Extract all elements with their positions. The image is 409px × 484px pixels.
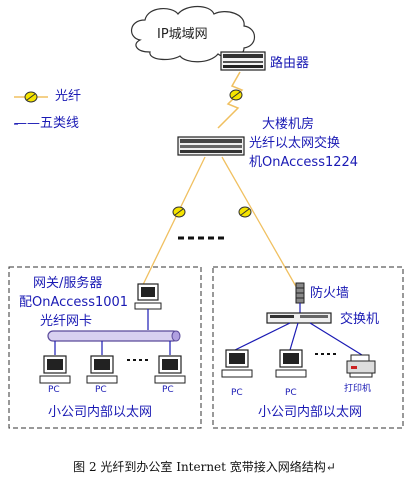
- building-room-label: 大楼机房: [262, 117, 315, 132]
- pc-label: PC: [48, 385, 60, 395]
- pc-icon: [86, 355, 118, 384]
- pc-label: PC: [162, 385, 174, 395]
- right-lan-label: 小公司内部以太网: [258, 405, 363, 420]
- router-label: 路由器: [270, 56, 310, 71]
- printer-icon: [346, 354, 376, 378]
- gateway-server-icon: [134, 283, 162, 310]
- more-pcs-dots: [127, 359, 148, 361]
- cloud-icon: [131, 5, 256, 63]
- building-switch-label: 光纤以太网交换: [249, 136, 341, 151]
- figure-caption: 图 2 光纤到办公室 Internet 宽带接入网络结构↵: [73, 460, 336, 474]
- gateway-model: 配OnAccess1001: [19, 295, 129, 310]
- left-lan-label: 小公司内部以太网: [48, 405, 153, 420]
- legend-fiber-label: 光纤: [55, 89, 82, 104]
- pc-icon: [39, 355, 71, 384]
- fiber-connector-icon: [24, 91, 38, 103]
- right-office-box: [212, 266, 404, 429]
- legend: [14, 91, 48, 125]
- pc-label: PC: [285, 388, 297, 398]
- office-switch-label: 交换机: [340, 312, 380, 327]
- printer-label: 打印机: [344, 384, 372, 394]
- fiber-link-left: [137, 156, 206, 296]
- left-office-box: [8, 266, 202, 429]
- building-switch-model: 机OnAccess1224: [249, 155, 359, 170]
- fiber-nic-label: 光纤网卡: [40, 314, 93, 329]
- firewall-icon: [295, 282, 305, 304]
- pc-label: PC: [95, 385, 107, 395]
- lan-bus-icon: [47, 330, 181, 342]
- pc-icon: [154, 355, 186, 384]
- building-switch-icon: [177, 136, 245, 156]
- fiber-link-right: [221, 156, 299, 291]
- pc-icon: [221, 349, 253, 378]
- gateway-label: 网关/服务器: [33, 276, 103, 291]
- legend-cat5-label: ——五类线: [14, 116, 80, 131]
- fiber-connector-icon: [172, 206, 186, 218]
- cloud-label: IP城域网: [157, 27, 208, 42]
- pc-label: PC: [231, 388, 243, 398]
- firewall-label: 防火墙: [310, 286, 350, 301]
- more-pcs-dots: [315, 353, 336, 355]
- office-switch-icon: [266, 312, 332, 324]
- pc-icon: [275, 349, 307, 378]
- fiber-connector-icon: [229, 89, 243, 101]
- fiber-connector-icon: [238, 206, 252, 218]
- router-icon: [220, 51, 266, 71]
